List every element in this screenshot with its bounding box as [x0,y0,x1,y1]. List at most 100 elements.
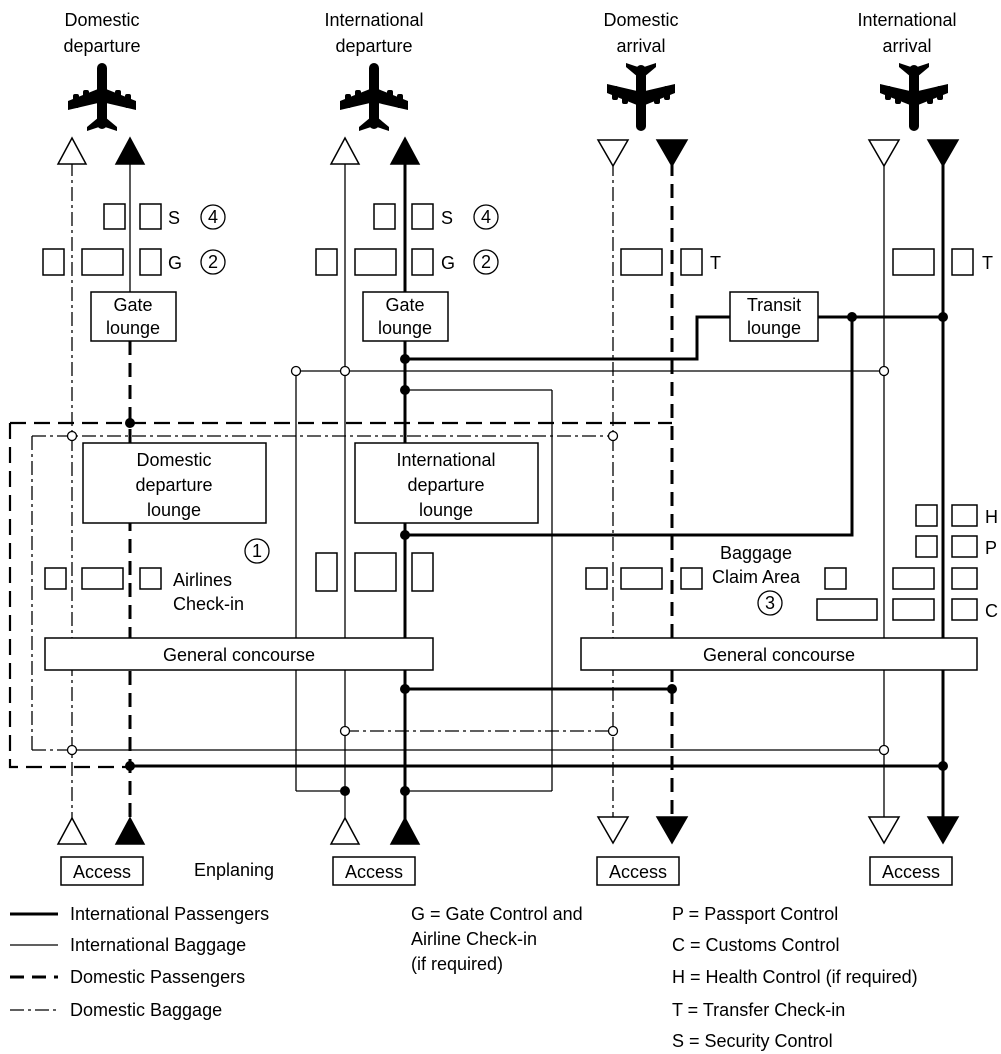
airplane-arrival-icon [607,63,675,131]
access-domestic-departure: Access [60,856,144,886]
baggage-claim-counters-domestic [585,567,703,590]
gate-lounge-domestic: Gate lounge [90,291,177,342]
marker-4-label: 4 [208,207,218,227]
header-international-departure-line2: departure [335,36,412,56]
security-control-booths-international [373,203,434,230]
svg-text:Access: Access [345,862,403,882]
legend: International Passengers International B… [10,904,918,1051]
transfer-label: T [710,253,721,273]
health-control-label: H [985,507,998,527]
svg-text:lounge: lounge [747,318,801,338]
svg-text:Access: Access [882,862,940,882]
gate-control-label: G [441,253,455,273]
svg-text:lounge: lounge [378,318,432,338]
security-control-booths-domestic [103,203,162,230]
triangle-up-icon [114,136,146,165]
svg-text:International: International [396,450,495,470]
customs-control-label: C [985,601,998,621]
airplane-departure-icon [68,63,136,131]
transit-lounge: Transit lounge [729,291,819,342]
svg-text:General concourse: General concourse [163,645,315,665]
triangle-up-icon [56,136,88,165]
legend-def: S = Security Control [672,1031,833,1051]
header-international-departure-line1: International [324,10,423,30]
domestic-departure-lounge: Domestic departure lounge [82,442,267,524]
triangle-down-icon [926,816,960,845]
security-label: S [168,208,180,228]
airline-checkin-counters-international [315,552,434,592]
airlines-checkin-label-line1: Airlines [173,570,232,590]
svg-text:departure: departure [407,475,484,495]
access-domestic-arrival: Access [596,856,680,886]
passport-control-label: P [985,538,997,558]
domestic-baggage-lines [31,162,614,822]
airline-checkin-counters-domestic [44,567,162,590]
enplaning-label: Enplaning [194,860,274,880]
marker-2-circle [200,249,226,275]
marker-3-circle [757,590,783,616]
svg-text:Gate: Gate [113,295,152,315]
triangle-down-icon [596,139,630,168]
header-international-arrival-line2: arrival [882,36,931,56]
triangle-down-icon [867,139,901,168]
marker-1-circle [244,538,270,564]
svg-text:lounge: lounge [106,318,160,338]
legend-def: H = Health Control (if required) [672,967,918,987]
triangle-down-icon [655,816,689,845]
triangle-down-icon [596,816,630,845]
gate-control-booths-domestic [42,248,162,276]
legend-def: C = Customs Control [672,935,840,955]
triangle-up-icon [114,816,146,845]
svg-text:Transit: Transit [747,295,801,315]
baggage-claim-label-line2: Claim Area [712,567,801,587]
domestic-passenger-lines [128,162,674,822]
gate-control-booths-international [315,248,434,276]
triangle-up-icon [329,816,361,845]
international-departure-lounge: International departure lounge [354,442,539,524]
header-international-arrival-line1: International [857,10,956,30]
triangle-up-icon [389,816,421,845]
junction-dots [66,312,948,796]
general-concourse-arrivals: General concourse [580,637,978,671]
marker-2-label: 2 [208,252,218,272]
gate-control-label: G [168,253,182,273]
svg-text:Gate: Gate [385,295,424,315]
legend-def: T = Transfer Check-in [672,1000,845,1020]
transfer-checkin-booths-domestic [620,248,703,276]
gate-lounge-international: Gate lounge [362,291,449,342]
triangle-up-icon [56,816,88,845]
svg-text:Domestic: Domestic [136,450,211,470]
general-concourse-departures: General concourse [44,637,434,671]
marker-4-label: 4 [481,207,491,227]
triangle-down-icon [867,816,901,845]
marker-4-circle [473,204,499,230]
svg-text:Access: Access [609,862,667,882]
customs-control-booths [816,598,978,621]
legend-label: Domestic Passengers [70,967,245,987]
airplane-departure-icon [340,63,408,131]
transfer-label: T [982,253,993,273]
triangle-up-icon [329,136,361,165]
marker-2-circle [473,249,499,275]
access-international-departure: Access [332,856,416,886]
transfer-checkin-booths-international [892,248,974,276]
marker-2-label: 2 [481,252,491,272]
svg-text:departure: departure [135,475,212,495]
svg-text:General concourse: General concourse [703,645,855,665]
domestic-passenger-zone-boundary [8,421,672,769]
header-domestic-arrival-line1: Domestic [603,10,678,30]
airlines-checkin-label-line2: Check-in [173,594,244,614]
baggage-claim-counters-international [824,567,978,590]
svg-text:lounge: lounge [147,500,201,520]
triangle-down-icon [655,139,689,168]
access-international-arrival: Access [869,856,953,886]
svg-text:Access: Access [73,862,131,882]
marker-3-label: 3 [765,593,775,613]
legend-label: International Passengers [70,904,269,924]
svg-text:lounge: lounge [419,500,473,520]
header-domestic-departure-line2: departure [63,36,140,56]
baggage-claim-label-line1: Baggage [720,543,792,563]
triangle-down-icon [926,139,960,168]
header-domestic-arrival-line2: arrival [616,36,665,56]
